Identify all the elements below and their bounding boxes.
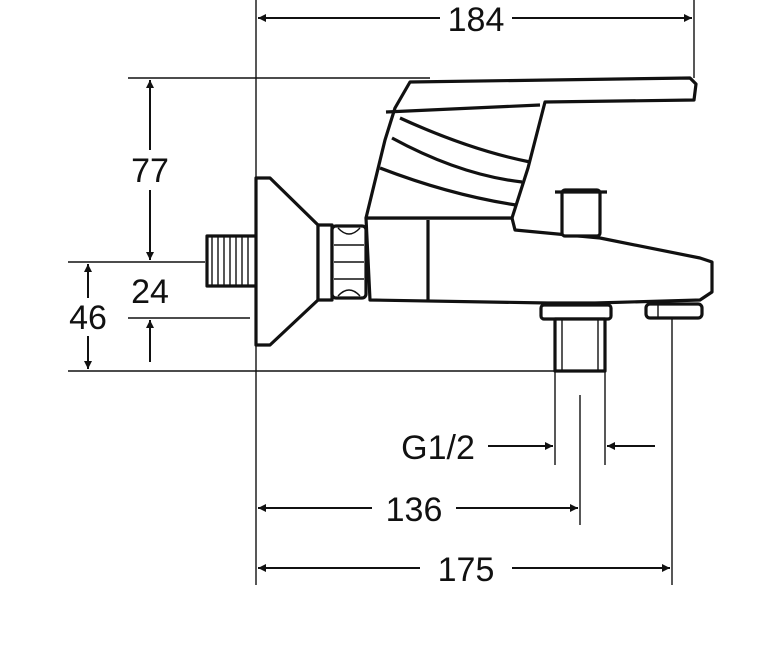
dim-height-upper: 77 (131, 152, 169, 190)
dim-thread: G1/2 (401, 429, 475, 467)
dim-spout-length: 175 (438, 551, 495, 589)
dim-axis-offset: 24 (131, 273, 169, 311)
dim-overall-width: 184 (448, 1, 505, 39)
dimension-lines (84, 14, 692, 572)
faucet-body (205, 76, 714, 373)
dim-outlet-distance: 136 (386, 491, 443, 529)
dim-total-height: 46 (69, 299, 107, 337)
